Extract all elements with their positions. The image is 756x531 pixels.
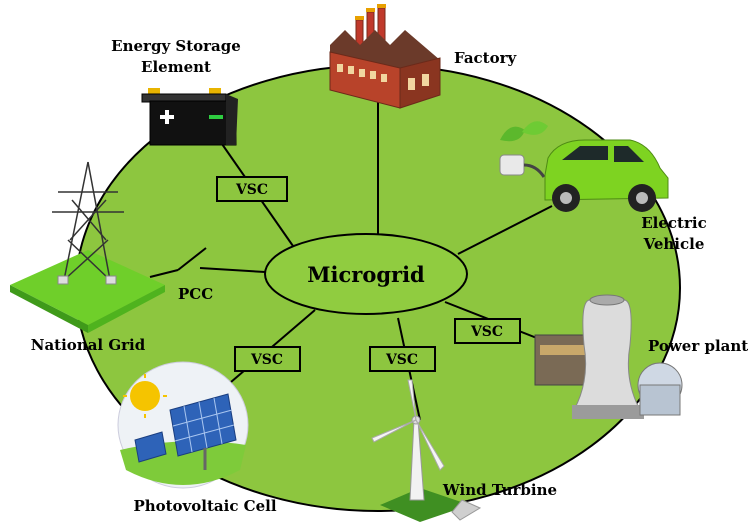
battery-icon (141, 88, 238, 146)
line-ev (457, 205, 553, 255)
power-plant-icon (534, 294, 683, 419)
pcc-label: PCC (178, 285, 213, 303)
factory-label: Factory (454, 49, 518, 67)
microgrid-hub (264, 233, 468, 315)
microgrid-title: Microgrid (307, 262, 425, 287)
vsc-wind: VSC (369, 346, 436, 372)
wind-label: Wind Turbine (442, 481, 557, 499)
vsc-plant-label: VSC (470, 324, 503, 340)
storage-label-line2: Element (141, 58, 211, 76)
line-grid-c (199, 267, 266, 273)
vsc-plant: VSC (454, 318, 521, 344)
line-grid-a (149, 269, 179, 278)
vsc-storage: VSC (216, 176, 288, 202)
car-icon (499, 121, 669, 212)
ev-label-line1: Electric (641, 214, 706, 232)
grid-label: National Grid (31, 336, 146, 354)
line-grid-b (177, 247, 207, 271)
transmission-tower-icon (10, 161, 165, 333)
vsc-pv-label: VSC (250, 352, 283, 368)
pv-label: Photovoltaic Cell (133, 497, 276, 515)
wind-turbine-icon (371, 379, 482, 522)
ev-label-line2: Vehicle (643, 235, 705, 253)
vsc-storage-label: VSC (235, 182, 268, 198)
plant-label: Power plant (648, 337, 748, 355)
vsc-pv: VSC (234, 346, 301, 372)
storage-label-line1: Energy Storage (111, 37, 241, 55)
solar-panel-icon (117, 361, 249, 489)
factory-icon (329, 4, 441, 109)
vsc-wind-label: VSC (385, 352, 418, 368)
